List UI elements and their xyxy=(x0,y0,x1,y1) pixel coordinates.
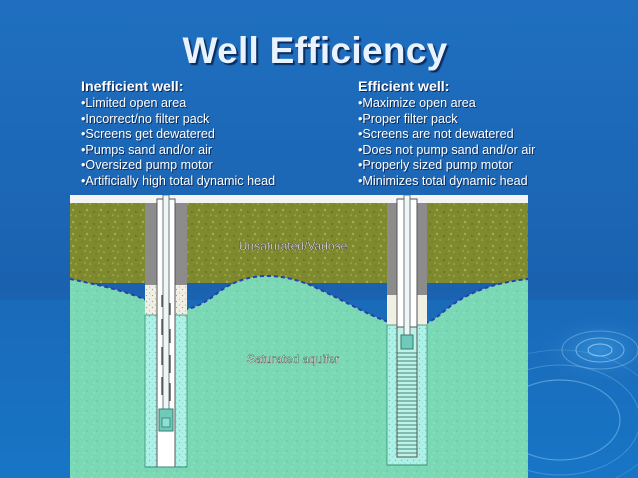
list-item: •Proper filter pack xyxy=(358,111,458,126)
saturated-aquifer-label: Saturated aquifer xyxy=(247,352,339,366)
efficient-well-heading: Efficient well: xyxy=(358,79,450,95)
list-item: •Does not pump sand and/or air xyxy=(358,142,536,157)
well-cross-section-diagram: Unsaturated/Vadose Saturated aquifer xyxy=(70,195,528,478)
saturated-aquifer xyxy=(70,275,528,478)
list-item: •Screens get dewatered xyxy=(81,127,215,142)
slide-title: Well Efficiency xyxy=(182,30,448,71)
efficient-well-column: Efficient well: •Maximize open area •Pro… xyxy=(358,78,598,190)
list-item: •Maximize open area xyxy=(358,96,476,110)
efficient-well-list: •Maximize open area •Proper filter pack … xyxy=(358,96,598,190)
inefficient-well xyxy=(144,195,188,468)
efficient-well xyxy=(386,195,428,466)
list-item: •Oversized pump motor xyxy=(81,158,213,173)
unsaturated-zone-label: Unsaturated/Vadose xyxy=(239,239,348,253)
inefficient-well-heading: Inefficient well: xyxy=(81,79,184,95)
list-item: •Minimizes total dynamic head xyxy=(358,173,528,188)
list-item: •Pumps sand and/or air xyxy=(81,142,213,157)
list-item: •Limited open area xyxy=(81,96,187,110)
list-item: •Properly sized pump motor xyxy=(358,158,513,173)
ground-surface xyxy=(70,195,528,203)
list-item: •Artificially high total dynamic head xyxy=(81,173,276,188)
inefficient-well-list: •Limited open area •Incorrect/no filter … xyxy=(81,96,341,190)
list-item: •Incorrect/no filter pack xyxy=(81,111,210,126)
list-item: •Screens are not dewatered xyxy=(358,127,514,142)
inefficient-well-column: Inefficient well: •Limited open area •In… xyxy=(81,78,341,190)
